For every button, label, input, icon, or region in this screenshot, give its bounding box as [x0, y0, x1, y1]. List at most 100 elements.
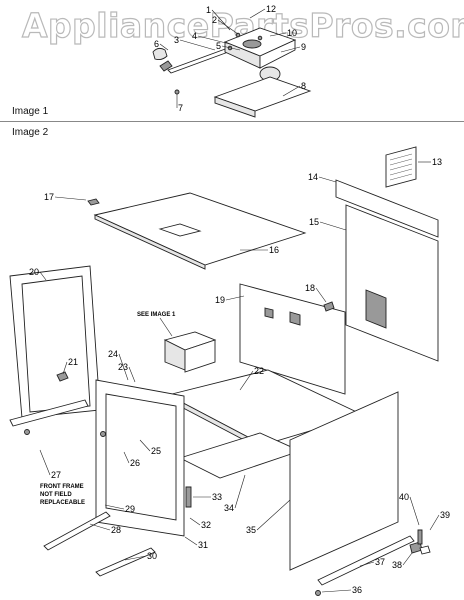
callout-leader-5: [221, 45, 241, 51]
part-screw: [174, 89, 180, 95]
part-screw: [257, 35, 263, 41]
front-frame-note-line: FRONT FRAME: [40, 484, 84, 490]
part-back-panel: [345, 204, 439, 362]
callout-leader-32: [189, 517, 201, 526]
callout-leader-29: [104, 504, 125, 510]
callout-leader-10: [269, 32, 287, 37]
callout-leader-3: [179, 39, 216, 51]
part-kick-plate-37: [317, 535, 415, 586]
part-bracket: [419, 545, 431, 555]
callout-29: 29: [125, 504, 135, 514]
part-clip: [87, 198, 100, 206]
callout-23: 23: [118, 362, 128, 372]
part-kick-plate-30: [95, 547, 156, 577]
callout-leader-19: [225, 295, 245, 301]
callout-leader-27: [39, 449, 51, 476]
part-rod: [167, 47, 232, 74]
part-kick-plate-27: [9, 399, 89, 427]
callout-leader-14: [318, 176, 337, 183]
callout-17: 17: [44, 192, 54, 202]
callout-14: 14: [308, 172, 318, 182]
section-divider: [0, 121, 464, 122]
callout-19: 19: [215, 295, 225, 305]
callout-leader-37: [359, 561, 375, 567]
part-control-plate-front: [259, 39, 296, 69]
callout-40: 40: [399, 492, 409, 502]
callout-12: 12: [266, 4, 276, 14]
callout-32: 32: [201, 520, 211, 530]
part-top-panel-cutout: [158, 223, 202, 237]
part-top-panel-edge: [94, 214, 206, 270]
callout-leader-21: [62, 361, 68, 375]
part-clip: [323, 301, 335, 312]
callout-leader-39: [429, 514, 440, 531]
callout-leader-31: [184, 536, 198, 546]
callout-16: 16: [269, 245, 279, 255]
callout-leader-40: [409, 496, 420, 526]
callout-24: 24: [108, 349, 118, 359]
image1-label: Image 1: [12, 106, 49, 117]
callout-leader-24: [118, 353, 129, 381]
callout-39: 39: [440, 510, 450, 520]
front-frame-note-line: REPLACEABLE: [40, 500, 85, 506]
image2-assembly: [9, 146, 439, 596]
part-back-panel-cutout: [365, 289, 387, 329]
front-frame-note-line: NOT FIELD: [40, 492, 72, 498]
callout-leader-23: [128, 366, 136, 383]
part-backguard: [335, 179, 439, 238]
callout-leader-38: [402, 552, 413, 566]
callout-leader-22: [239, 370, 254, 391]
callout-leader-36: [321, 589, 352, 593]
callout-4: 4: [192, 31, 197, 41]
image2-label: Image 2: [12, 127, 49, 138]
callout-28: 28: [111, 525, 121, 535]
callout-34: 34: [224, 503, 234, 513]
callout-7: 7: [178, 103, 183, 113]
callout-26: 26: [130, 458, 140, 468]
callout-31: 31: [198, 540, 208, 550]
callout-6: 6: [154, 39, 159, 49]
part-right-side-panel: [289, 391, 399, 571]
callout-37: 37: [375, 557, 385, 567]
callout-38: 38: [392, 560, 402, 570]
part-screw: [235, 32, 241, 38]
part-left-side-inner: [21, 275, 91, 413]
part-bracket-side: [214, 96, 256, 118]
part-knob: [152, 47, 168, 61]
callout-leader-15: [319, 221, 347, 231]
part-clip: [159, 60, 173, 72]
callout-21: 21: [68, 357, 78, 367]
callout-33: 33: [212, 492, 222, 502]
part-front-frame-opening: [105, 393, 177, 521]
callout-3: 3: [174, 35, 179, 45]
callout-leader-8: [282, 85, 301, 97]
part-kick-plate-28: [43, 511, 111, 551]
callout-1: 1: [206, 5, 211, 15]
callout-5: 5: [216, 41, 221, 51]
callout-leader-18: [315, 287, 327, 303]
callout-leader-30: [124, 555, 147, 561]
callout-leader-26: [123, 451, 130, 464]
callout-8: 8: [301, 81, 306, 91]
part-bolt: [417, 529, 423, 545]
callout-18: 18: [305, 283, 315, 293]
callout-leader-12: [249, 8, 266, 19]
part-hinge: [185, 486, 192, 508]
callout-leader-34: [234, 474, 246, 509]
callout-leader-28: [89, 523, 111, 531]
callout-leader-9: [280, 46, 301, 53]
callout-22: 22: [254, 366, 264, 376]
callout-leader-1: [211, 9, 231, 31]
callout-15: 15: [309, 217, 319, 227]
callout-leader-4: [197, 35, 231, 45]
callout-leader-6: [159, 43, 169, 51]
callout-leader-2: [217, 19, 239, 35]
callout-20: 20: [29, 267, 39, 277]
callout-leader-35: [256, 499, 291, 531]
callout-25: 25: [151, 446, 161, 456]
callout-leader-17: [54, 196, 87, 201]
callout-leader-25: [139, 439, 151, 452]
callout-35: 35: [246, 525, 256, 535]
